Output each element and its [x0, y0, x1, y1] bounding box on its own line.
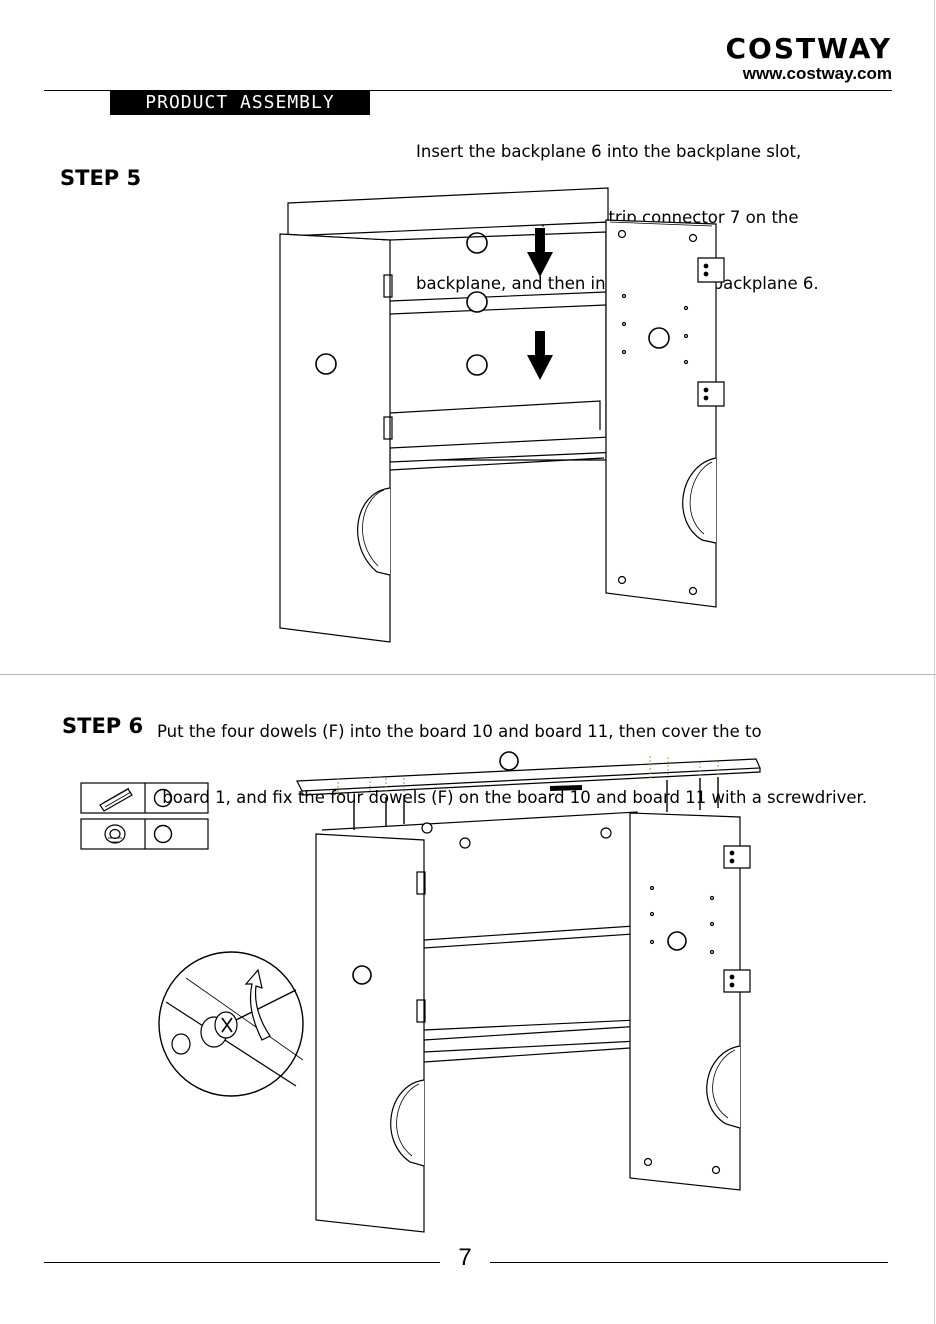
- cam-lock-icon: [421, 822, 433, 834]
- part-callout: [466, 291, 488, 313]
- arrow-down-icon: [527, 331, 553, 380]
- part-callout: [667, 931, 687, 951]
- step5-diagram: [279, 187, 725, 643]
- dowel-icon: [99, 788, 133, 812]
- step6-label: STEP 6: [62, 714, 144, 738]
- backplane-top: [287, 187, 609, 237]
- left-side-panel: [279, 233, 391, 643]
- cam-lock-icon: [104, 824, 126, 844]
- section-divider: [0, 674, 936, 675]
- cam-lock-icon: [459, 837, 471, 849]
- part-callout: [466, 232, 488, 254]
- step5-instruction-line: Insert the backplane 6 into the backplan…: [416, 142, 802, 161]
- right-cutout: [682, 457, 717, 544]
- arrow-down-icon: [527, 228, 553, 277]
- screwdriver-icon: [235, 989, 297, 1021]
- dowel-group: [353, 777, 719, 830]
- part-callout: [153, 824, 173, 844]
- cam-lock-icon: [600, 827, 612, 839]
- step6-instruction-line: Put the four dowels (F) into the board 1…: [157, 722, 762, 741]
- dowel-icon: [171, 1033, 191, 1055]
- page-edge: [934, 0, 935, 1324]
- part-callout: [466, 354, 488, 376]
- strip-connector: [389, 291, 607, 315]
- hinge-icon: [723, 845, 751, 869]
- footer-rule-left: [44, 1262, 440, 1263]
- part-callout: [352, 965, 372, 985]
- left-cutout: [390, 1079, 425, 1167]
- step6-instruction-line: board 1, and fix the four dowels (F) on …: [157, 788, 868, 807]
- step5-instructions: Insert the backplane 6 into the backplan…: [416, 97, 819, 317]
- page-number: 7: [458, 1244, 472, 1271]
- middle-shelf: [423, 925, 635, 949]
- hinge-icon: [383, 274, 393, 298]
- hinge-icon: [416, 871, 426, 895]
- hinge-icon: [723, 969, 751, 993]
- right-side-panel: [629, 812, 741, 1191]
- footer-rule-right: [490, 1262, 888, 1263]
- part-callout: [153, 788, 173, 808]
- brand-url: www.costway.com: [742, 64, 892, 83]
- section-banner: PRODUCT ASSEMBLY: [110, 91, 370, 115]
- step6-instructions: Put the four dowels (F) into the board 1…: [157, 677, 867, 831]
- hinge-icon: [383, 416, 393, 440]
- right-cutout: [706, 1045, 741, 1129]
- part-callout: [648, 327, 670, 349]
- hinge-icon: [697, 257, 725, 283]
- header-rule: [44, 90, 892, 91]
- rotate-arrow-icon: [244, 968, 271, 1041]
- hinge-icon: [697, 381, 725, 407]
- part-callout: [499, 751, 519, 771]
- step6-diagram: [80, 751, 761, 1233]
- step5-label: STEP 5: [60, 166, 142, 190]
- brand-block: COSTWAY www.costway.com: [725, 34, 892, 84]
- part-callout: [315, 353, 337, 375]
- hinge-icon: [416, 999, 426, 1023]
- left-side-panel: [315, 833, 425, 1233]
- brand-logo: COSTWAY: [725, 32, 892, 65]
